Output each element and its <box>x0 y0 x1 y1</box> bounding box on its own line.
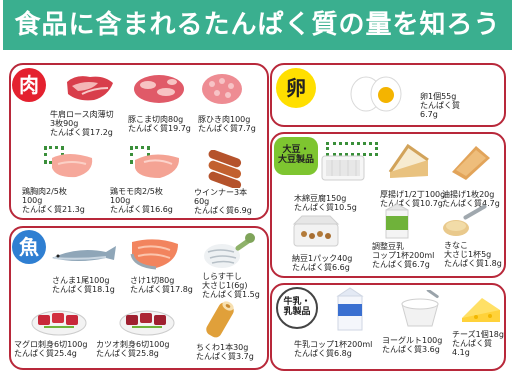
yogurt-icon <box>401 290 439 327</box>
kinako-icon <box>443 204 487 236</box>
soy-label-2: 厚揚げ1/2丁100g たんぱく質10.7g <box>380 190 446 208</box>
chicken-thigh-icon <box>135 154 180 178</box>
meat-label-4: 鶏胸肉2/5枚 100g たんぱく質21.3g <box>22 187 85 214</box>
fish-label-3: しらす干し 大さじ1(6g) たんぱく質1.5g <box>202 272 260 299</box>
beef-slices-icon <box>67 76 113 101</box>
meat-label-6: ウインナー3本 60g たんぱく質6.9g <box>194 188 252 215</box>
soy-label-6: きなこ 大さじ1杯5g たんぱく質1.8g <box>444 241 502 268</box>
tuna-sashimi-icon <box>31 310 87 336</box>
salmon-icon <box>130 239 178 270</box>
bonito-sashimi-icon <box>119 310 175 336</box>
page-title: 食品に含まれるたんぱく質の量を知ろう <box>14 10 501 40</box>
meat-badge: 肉 <box>12 68 46 102</box>
ground-pork-icon <box>202 74 242 104</box>
sausage-icon <box>208 150 242 188</box>
egg-label: 卵1個55g たんぱく質 6.7g <box>420 92 460 119</box>
boiled-egg-icon <box>350 76 402 112</box>
chikuwa-icon <box>206 301 234 338</box>
meat-label-2: 豚こま切肉80g たんぱく質19.7g <box>128 115 191 133</box>
fish-badge: 魚 <box>12 230 46 264</box>
milk-icon <box>336 287 364 331</box>
soy-label-5: 調整豆乳 コップ1杯200ml たんぱく質6.7g <box>372 242 435 269</box>
egg-badge: 卵 <box>276 68 316 108</box>
soy-label-4: 納豆1パック40g たんぱく質6.6g <box>292 254 353 272</box>
meat-label-5: 鶏モモ肉2/5枚 100g たんぱく質16.6g <box>110 187 173 214</box>
dairy-label-3: チーズ1個18g たんぱく質 4.1g <box>452 330 504 357</box>
fish-label-1: さんま1尾100g たんぱく質18.1g <box>52 276 115 294</box>
meat-label-1: 牛肩ロース肉薄切 3枚90g たんぱく質17.2g <box>50 110 114 137</box>
dairy-label-1: 牛乳コップ1杯200ml たんぱく質6.8g <box>294 340 373 358</box>
fish-label-4: マグロ刺身6切100g たんぱく質25.4g <box>14 340 88 358</box>
highlight-box-tofu <box>326 142 378 156</box>
chicken-breast-icon <box>52 154 93 178</box>
cheese-icon <box>462 298 500 322</box>
tofu-icon <box>321 155 365 181</box>
whitebait-icon <box>204 233 255 268</box>
dairy-label-2: ヨーグルト100g たんぱく質3.6g <box>382 336 443 354</box>
fish-label-5: カツオ刺身6切100g たんぱく質25.8g <box>96 340 170 358</box>
fish-label-6: ちくわ1本30g たんぱく質3.7g <box>196 343 254 361</box>
header-bar: 食品に含まれるたんぱく質の量を知ろう <box>3 0 512 50</box>
soy-badge: 大豆・ 大豆製品 <box>274 137 318 175</box>
soy-label-1: 木綿豆腐150g たんぱく質10.5g <box>294 194 357 212</box>
meat-label-3: 豚ひき肉100g たんぱく質7.7g <box>198 115 256 133</box>
atsuage-icon <box>388 143 429 178</box>
aburaage-icon <box>452 146 490 180</box>
soy-milk-icon <box>385 204 409 239</box>
soy-label-3: 油揚げ1枚20g たんぱく質4.7g <box>442 190 500 208</box>
fish-label-2: さけ1切80g たんぱく質17.8g <box>130 276 193 294</box>
natto-icon <box>292 215 340 247</box>
saury-icon <box>52 246 116 261</box>
pork-pieces-icon <box>134 75 184 103</box>
dairy-badge: 牛乳・ 乳製品 <box>276 287 318 329</box>
